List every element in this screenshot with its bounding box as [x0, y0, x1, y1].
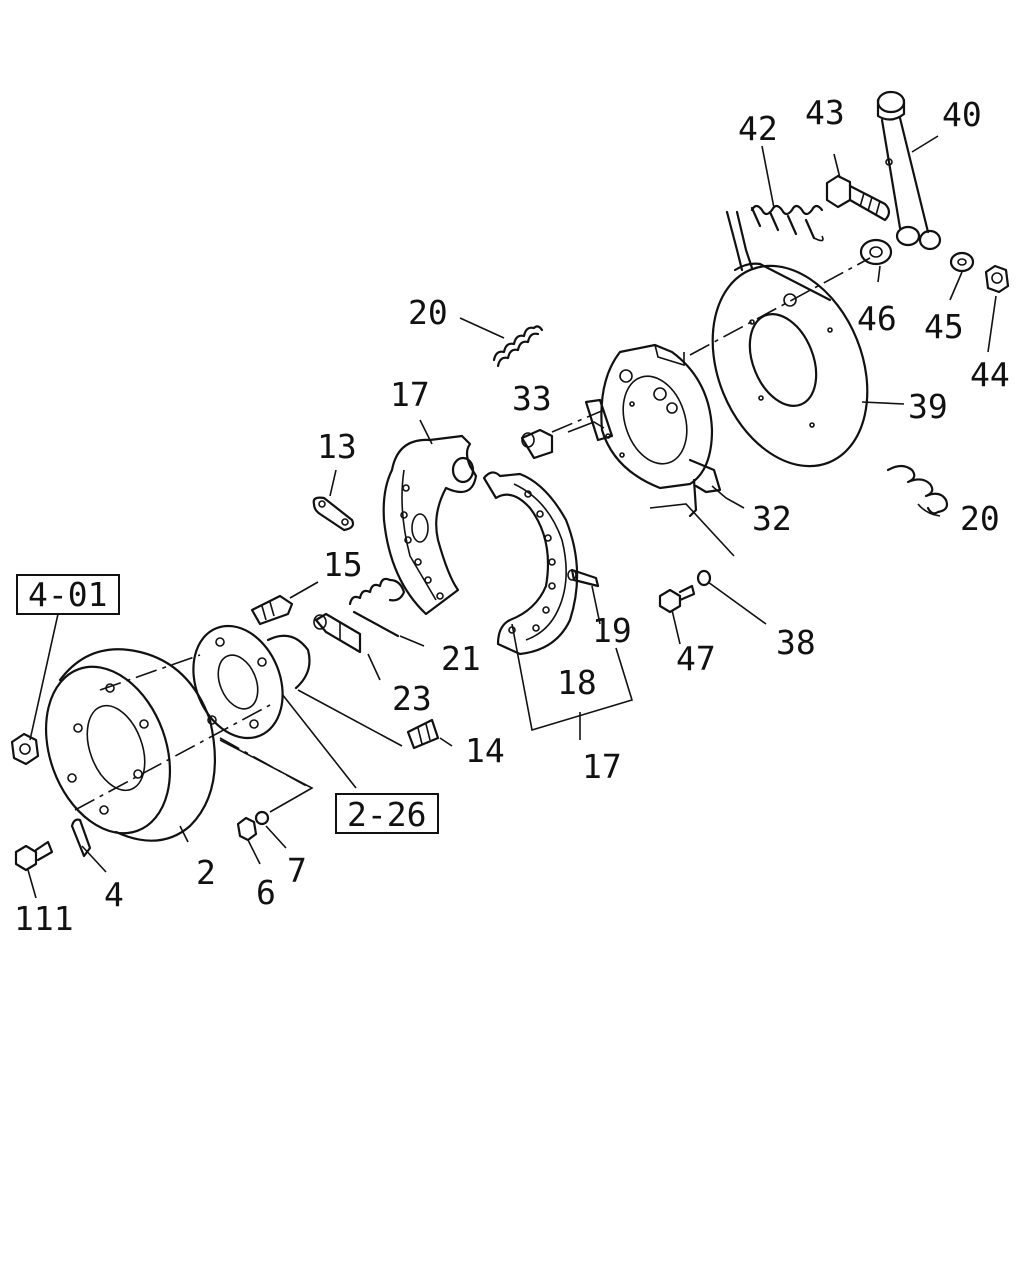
label-4: 4 [104, 875, 124, 914]
label-6: 6 [256, 873, 276, 912]
spring-part-21 [348, 577, 406, 638]
label-44: 44 [970, 355, 1010, 394]
bolt-part-47 [658, 584, 696, 614]
label-14: 14 [465, 731, 505, 770]
ref-box-2-26: 2-26 [335, 793, 439, 834]
anchor-plate-part-32 [600, 343, 722, 518]
bolt-part-15 [250, 594, 294, 626]
bolt-part-111 [14, 840, 54, 872]
label-32: 32 [752, 499, 792, 538]
return-spring-lower-part-20 [886, 464, 949, 515]
spring-washer-part-45 [949, 251, 975, 273]
bolt-part-14 [406, 718, 440, 750]
backing-plate-part-39 [711, 210, 869, 468]
clip-part-4 [70, 818, 92, 858]
label-7: 7 [287, 851, 307, 890]
label-45: 45 [924, 307, 964, 346]
label-42: 42 [738, 109, 778, 148]
part-labels: 43 42 40 46 45 44 39 20 20 17 33 13 32 1… [14, 93, 1010, 938]
label-2: 2 [196, 853, 216, 892]
wheel-nut-ref-4-01 [10, 732, 40, 766]
label-46: 46 [857, 299, 897, 338]
adjuster-part-23 [313, 612, 362, 654]
spring-part-42 [750, 204, 824, 242]
bolt-part-43 [825, 174, 891, 222]
leader-lines [27, 135, 997, 899]
label-33: 33 [512, 379, 552, 418]
label-39: 39 [908, 387, 948, 426]
ref-label-2-26: 2-26 [347, 795, 426, 834]
label-17-upper: 17 [390, 375, 430, 414]
brake-shoe-upper-part-17 [382, 434, 478, 616]
hub-assembly-ref-2-26 [192, 624, 311, 740]
plate-part-13 [312, 496, 355, 532]
nut-part-6 [236, 816, 258, 842]
ref-box-4-01: 4-01 [16, 574, 120, 615]
brake-drum-part-2 [44, 648, 216, 842]
brake-shoe-lower-part-18 [482, 471, 579, 656]
label-47: 47 [676, 639, 716, 678]
washer-part-46 [859, 238, 893, 266]
pin-part-33 [520, 398, 614, 460]
label-20-upper: 20 [408, 293, 448, 332]
label-17-lower: 17 [582, 747, 622, 786]
nut-part-44 [984, 264, 1010, 294]
label-40: 40 [942, 95, 982, 134]
label-20-lower: 20 [960, 499, 1000, 538]
washer-part-7 [254, 810, 270, 826]
pin-part-19 [567, 568, 600, 588]
label-23: 23 [392, 679, 432, 718]
washer-part-38 [696, 569, 712, 587]
label-18: 18 [557, 663, 597, 702]
label-19: 19 [592, 611, 632, 650]
label-15: 15 [323, 545, 363, 584]
label-43: 43 [805, 93, 845, 132]
label-21: 21 [441, 639, 481, 678]
label-13: 13 [317, 427, 357, 466]
label-38: 38 [776, 623, 816, 662]
return-spring-upper-part-20 [492, 325, 544, 368]
label-111: 111 [14, 899, 74, 938]
ref-label-4-01: 4-01 [28, 575, 107, 614]
lever-arm-part-40 [876, 90, 942, 251]
